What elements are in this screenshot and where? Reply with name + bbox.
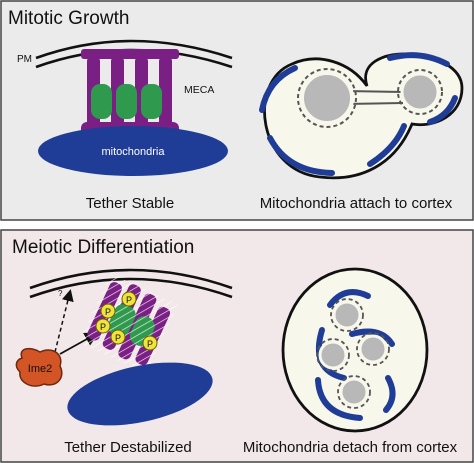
mitochondria-attach-caption: Mitochondria attach to cortex xyxy=(260,195,453,212)
pm-label: PM xyxy=(17,54,32,65)
mitotic-panel-title: Mitotic Growth xyxy=(8,8,129,29)
meca-label: MECA xyxy=(184,84,214,96)
phosphate-label: P xyxy=(126,295,132,305)
mitochondrion-detached xyxy=(67,362,213,426)
ime2-label: Ime2 xyxy=(28,363,52,375)
meiotic-cell xyxy=(281,267,429,433)
ime2-kinase xyxy=(15,347,63,387)
meiotic-panel-title: Meiotic Differentiation xyxy=(12,237,194,258)
phosphate-label: P xyxy=(100,322,106,332)
mitochondria-detach-caption: Mitochondria detach from cortex xyxy=(243,439,458,456)
uncertain-arrow xyxy=(54,289,74,353)
mitochondrion-attached xyxy=(38,126,228,176)
phosphate-label: P xyxy=(147,339,153,349)
budding-cell xyxy=(259,52,464,180)
tether-stable-caption: Tether Stable xyxy=(86,195,174,212)
mitochondria-label: mitochondria xyxy=(102,146,166,158)
meiotic-panel: Meiotic Differentiation ? Ime2 P xyxy=(0,229,474,463)
phosphate-label: P xyxy=(105,307,111,317)
tether-destabilized-caption: Tether Destabilized xyxy=(64,439,192,456)
unknown-label: ? xyxy=(58,289,63,298)
phosphate-groups: P P P P P xyxy=(95,291,158,351)
mitotic-panel: Mitotic Growth PM MECA mitochondria Teth… xyxy=(0,0,474,221)
plasma-membrane-meiotic xyxy=(29,268,233,299)
phosphate-label: P xyxy=(115,333,121,343)
